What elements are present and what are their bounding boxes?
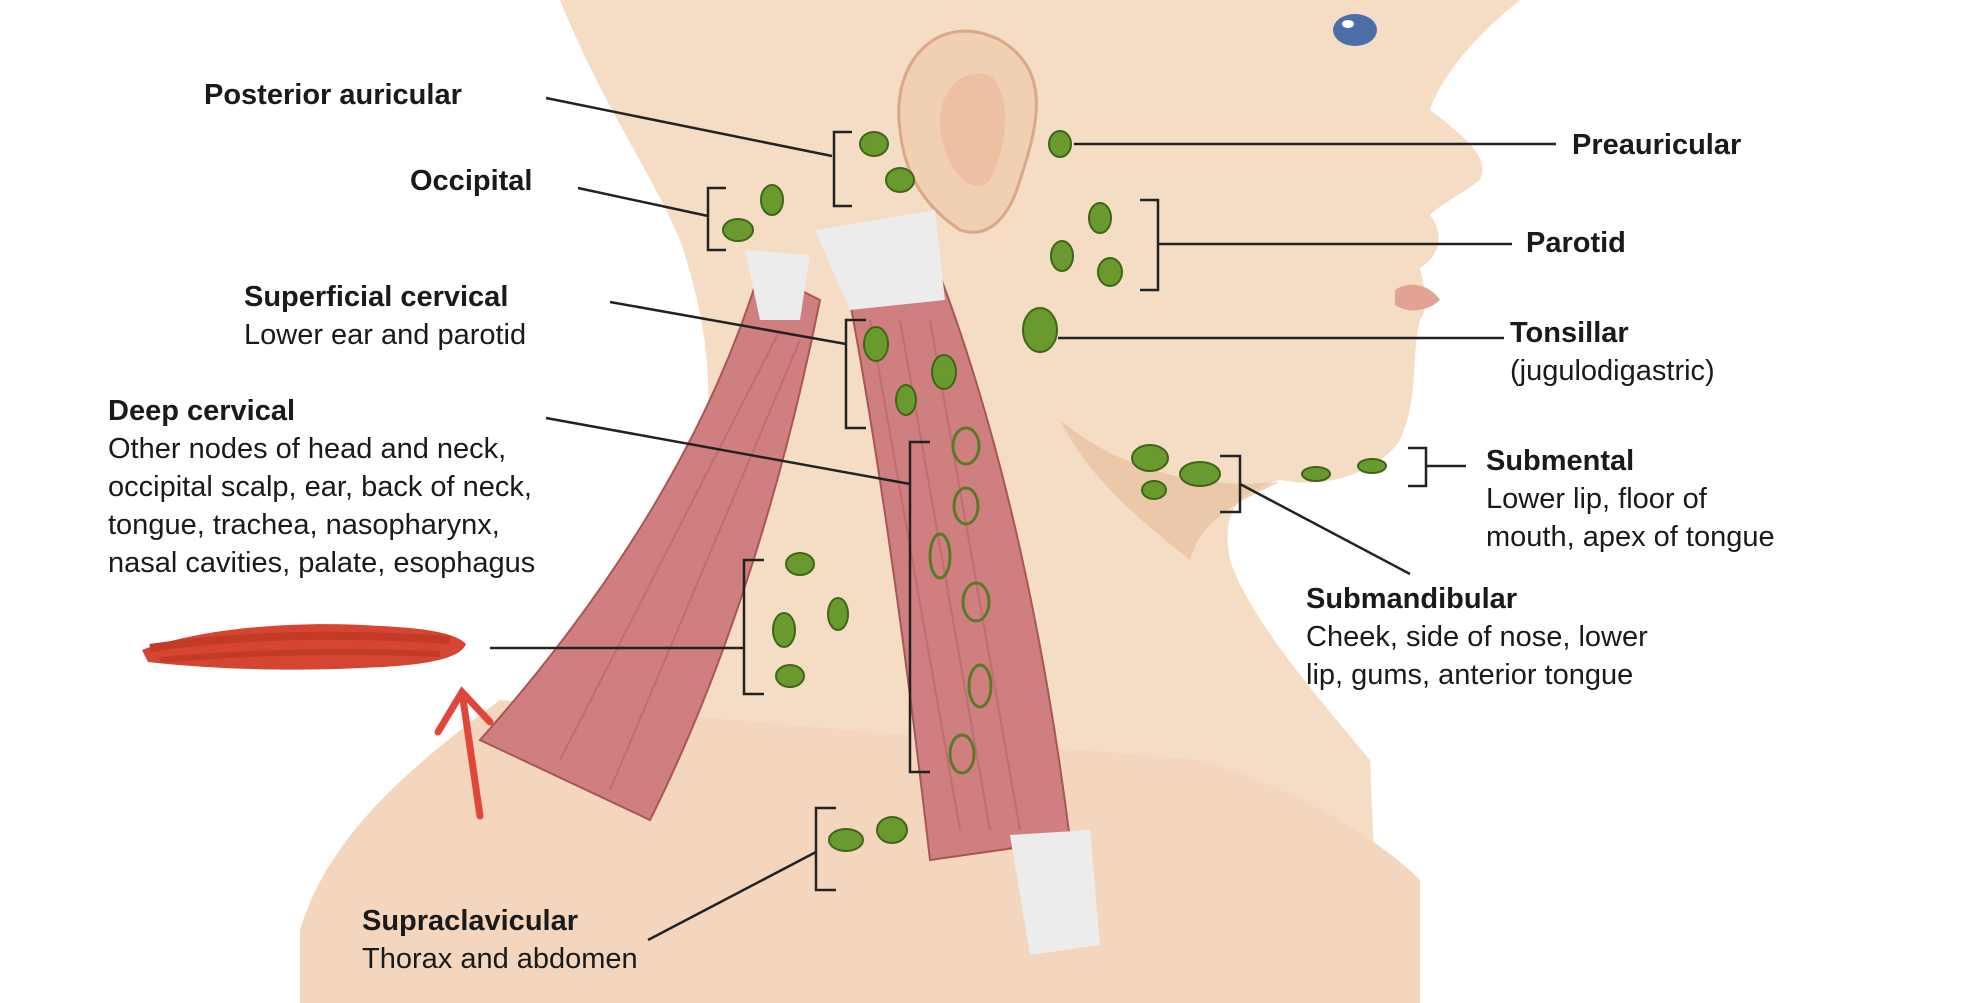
label-submandibular: Submandibular Cheek, side of nose, lower… (1306, 580, 1648, 694)
node-posterior-auricular (886, 168, 914, 192)
redacted-label-scribble (142, 624, 466, 670)
label-preauricular: Preauricular (1572, 126, 1741, 164)
posterior-auricular-title: Posterior auricular (204, 76, 462, 114)
node-submental (1358, 459, 1386, 473)
label-superficial-cervical: Superficial cervical Lower ear and parot… (244, 278, 526, 354)
node-posterior-triangle (776, 665, 804, 687)
preauricular-title: Preauricular (1572, 126, 1741, 164)
submental-desc-line: mouth, apex of tongue (1486, 518, 1775, 556)
node-submandibular (1180, 462, 1220, 486)
deep-cervical-desc-line: nasal cavities, palate, esophagus (108, 544, 535, 582)
deep-cervical-desc-line: Other nodes of head and neck, (108, 430, 535, 468)
node-occipital (723, 219, 753, 241)
label-submental: Submental Lower lip, floor of mouth, ape… (1486, 442, 1775, 556)
label-posterior-auricular: Posterior auricular (204, 76, 462, 114)
node-submandibular (1132, 445, 1168, 471)
deep-cervical-desc-line: occipital scalp, ear, back of neck, (108, 468, 535, 506)
node-supraclavicular (877, 817, 907, 843)
label-deep-cervical: Deep cervical Other nodes of head and ne… (108, 392, 535, 582)
occipital-title: Occipital (410, 162, 533, 200)
deep-cervical-desc-line: tongue, trachea, nasopharynx, (108, 506, 535, 544)
node-parotid (1089, 203, 1111, 233)
bracket-submental (1408, 448, 1426, 486)
supraclavicular-desc: Thorax and abdomen (362, 940, 638, 978)
node-occipital (761, 185, 783, 215)
node-tonsillar (1023, 308, 1057, 352)
superficial-cervical-desc: Lower ear and parotid (244, 316, 526, 354)
node-supraclavicular (829, 829, 863, 851)
tonsillar-title: Tonsillar (1510, 314, 1715, 352)
leader-submandibular (1240, 484, 1410, 574)
submandibular-desc-line: Cheek, side of nose, lower (1306, 618, 1648, 656)
label-occipital: Occipital (410, 162, 533, 200)
label-parotid: Parotid (1526, 224, 1626, 262)
submental-desc-line: Lower lip, floor of (1486, 480, 1775, 518)
node-posterior-triangle (786, 553, 814, 575)
deep-cervical-title: Deep cervical (108, 392, 535, 430)
eye (1333, 14, 1377, 46)
node-submandibular (1142, 481, 1166, 499)
node-submental (1302, 467, 1330, 481)
node-posterior-triangle (773, 613, 795, 647)
node-parotid (1051, 241, 1073, 271)
label-tonsillar: Tonsillar (jugulodigastric) (1510, 314, 1715, 390)
submandibular-title: Submandibular (1306, 580, 1648, 618)
supraclavicular-title: Supraclavicular (362, 902, 638, 940)
eye-highlight (1342, 20, 1354, 28)
lips (1395, 285, 1440, 311)
submental-title: Submental (1486, 442, 1775, 480)
superficial-cervical-title: Superficial cervical (244, 278, 526, 316)
node-parotid (1098, 258, 1122, 286)
node-superficial-cervical (864, 327, 888, 361)
node-superficial-cervical (932, 355, 956, 389)
submandibular-desc-line: lip, gums, anterior tongue (1306, 656, 1648, 694)
node-posterior-triangle (828, 598, 848, 630)
tonsillar-desc: (jugulodigastric) (1510, 352, 1715, 390)
parotid-title: Parotid (1526, 224, 1626, 262)
node-preauricular (1049, 131, 1071, 157)
label-supraclavicular: Supraclavicular Thorax and abdomen (362, 902, 638, 978)
node-superficial-cervical (896, 385, 916, 415)
node-posterior-auricular (860, 132, 888, 156)
